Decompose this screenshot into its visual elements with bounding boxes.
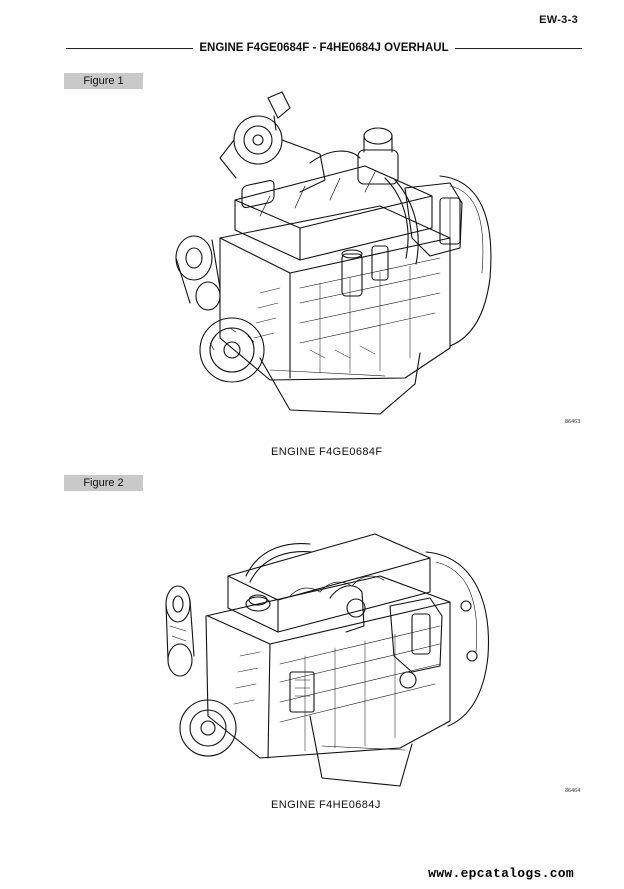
figure-1-caption: ENGINE F4GE0684F xyxy=(271,446,383,458)
page-title: ENGINE F4GE0684F - F4HE0684J OVERHAUL xyxy=(199,42,449,54)
figure-2-caption: ENGINE F4HE0684J xyxy=(271,799,381,811)
header-rule-left xyxy=(66,47,194,49)
figure-2-ref-code: 86464 xyxy=(565,788,581,794)
figure-1-tag: Figure 1 xyxy=(64,73,143,89)
engine-illustration-icon xyxy=(175,91,492,415)
page-number: EW-3-3 xyxy=(539,14,578,26)
figure-2-tag: Figure 2 xyxy=(64,475,143,491)
figure-1-ref-code: 86463 xyxy=(565,419,581,425)
engine-illustration-icon xyxy=(165,533,490,787)
page-header: ENGINE F4GE0684F - F4HE0684J OVERHAUL xyxy=(66,40,582,56)
footer-website-link[interactable]: www.epcatalogs.com xyxy=(428,866,574,881)
header-rule-right xyxy=(454,47,582,49)
